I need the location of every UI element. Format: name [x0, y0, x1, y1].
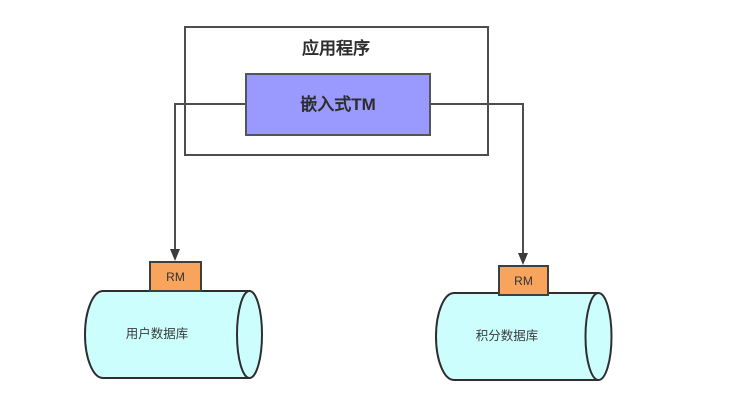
rm-box-left: RM [149, 261, 202, 292]
database-cylinder-right: 积分数据库 [435, 292, 613, 381]
database-label-right: 积分数据库 [476, 328, 539, 343]
connector-right-line [430, 103, 524, 254]
connector-left-line [174, 103, 246, 250]
database-cylinder-right-face [584, 292, 613, 381]
connector-right [430, 103, 528, 265]
arrow-down-icon [518, 253, 528, 265]
rm-box-right: RM [498, 265, 549, 296]
database-cylinder-left-face [236, 290, 263, 379]
rm-label-left: RM [166, 270, 185, 284]
rm-label-right: RM [514, 274, 533, 288]
database-label-left: 用户数据库 [126, 326, 189, 341]
connector-left [170, 103, 246, 261]
application-title: 应用程序 [302, 38, 370, 58]
arrow-down-icon [170, 249, 180, 261]
embedded-tm-box [245, 73, 431, 136]
rm-box-left-rect [149, 261, 202, 292]
rm-box-right-rect [498, 265, 549, 296]
database-cylinder-left-body [84, 290, 250, 379]
database-cylinder-left: 用户数据库 [84, 290, 263, 379]
embedded-tm-label: 嵌入式TM [300, 94, 376, 114]
database-cylinder-right-body [435, 292, 599, 381]
